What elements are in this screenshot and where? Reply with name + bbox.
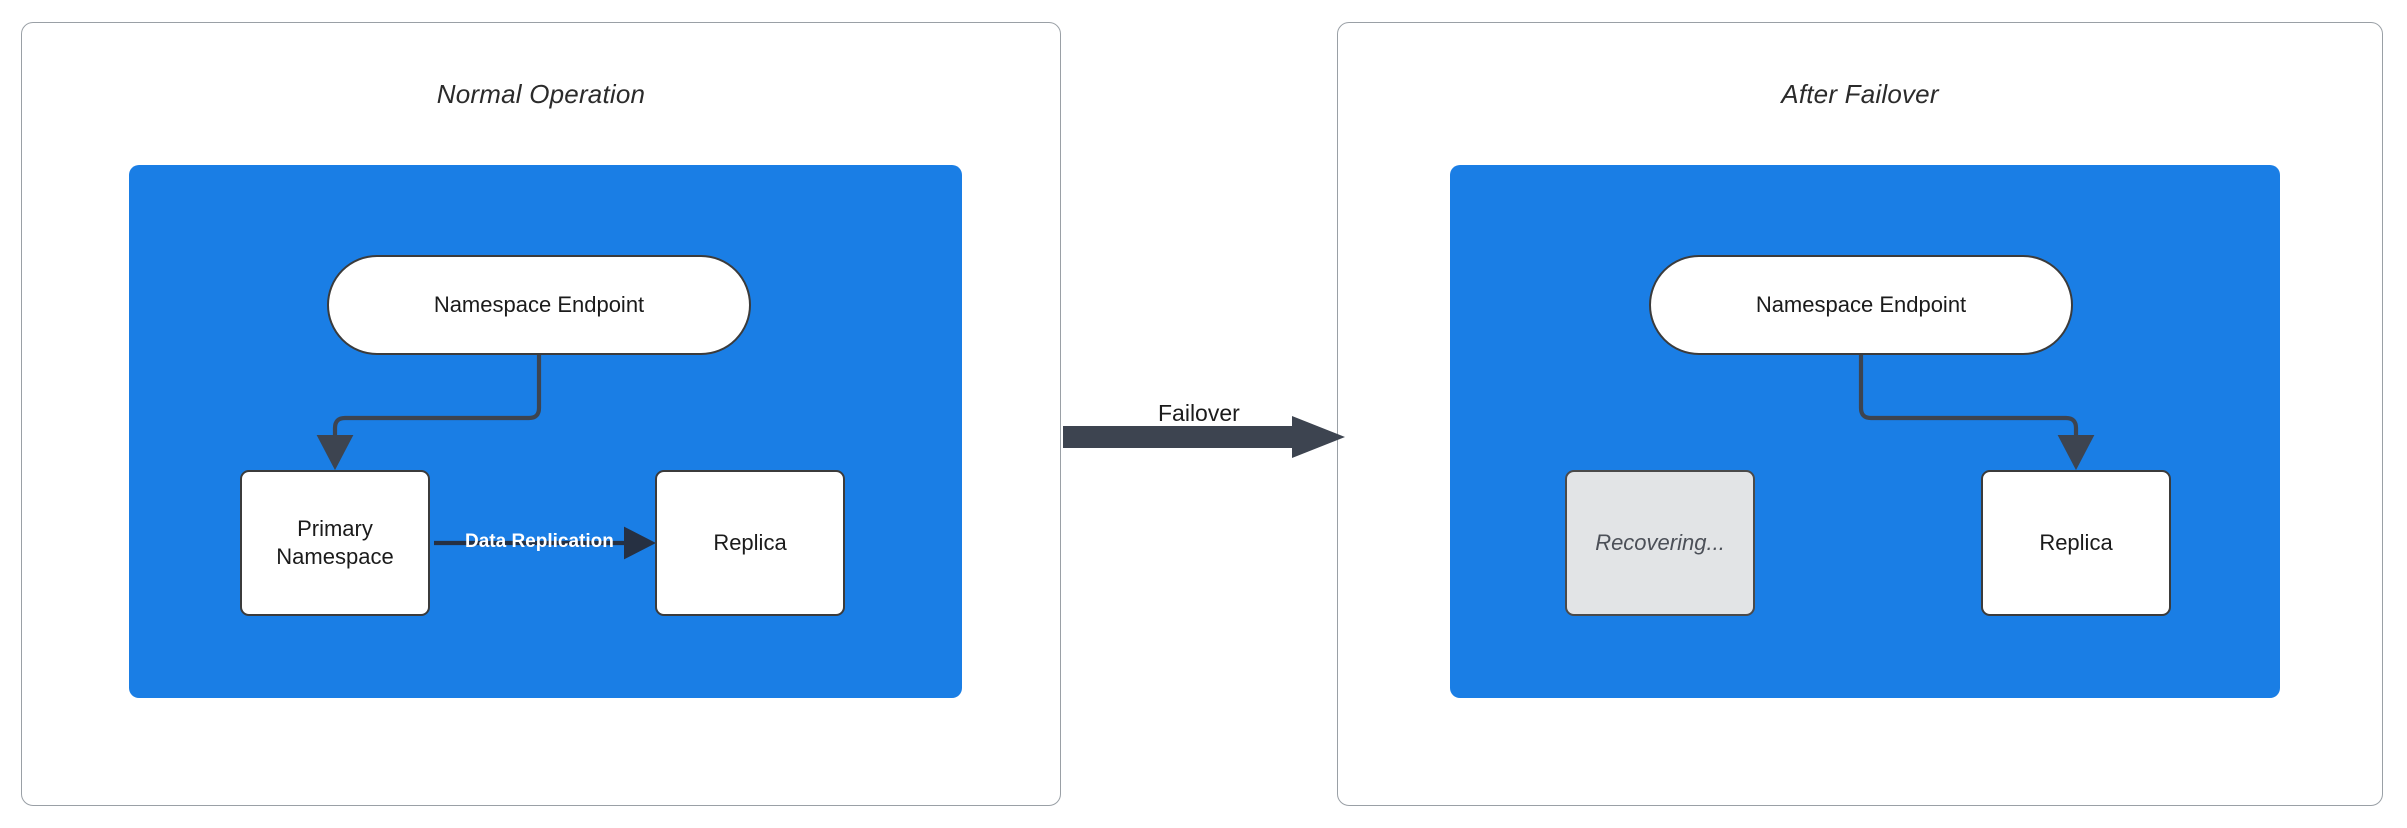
node-label-primary-namespace: Primary Namespace [276, 515, 393, 570]
container-primary-region [129, 165, 962, 698]
node-namespace-endpoint-right[interactable]: Namespace Endpoint [1649, 255, 2073, 355]
node-replica-left[interactable]: Replica [655, 470, 845, 616]
edge-label-failover: Failover [1158, 400, 1240, 426]
node-primary-namespace[interactable]: Primary Namespace [240, 470, 430, 616]
node-label-namespace-endpoint-left: Namespace Endpoint [433, 292, 645, 318]
node-label-namespace-endpoint-right: Namespace Endpoint [1755, 292, 1967, 318]
node-label-replica-right: Replica [2039, 530, 2113, 556]
node-label-primary-namespace-line2: Namespace [276, 544, 394, 569]
panel-title-normal-operation: Normal Operation [436, 79, 646, 109]
container-failover-region [1450, 165, 2280, 698]
edge-label-data-replication: Data Replication [465, 531, 614, 552]
node-replica-right[interactable]: Replica [1981, 470, 2171, 616]
node-label-recovering: Recovering... [1595, 530, 1725, 556]
node-label-replica-left: Replica [713, 530, 787, 556]
node-namespace-endpoint-left[interactable]: Namespace Endpoint [327, 255, 751, 355]
panel-title-after-failover: After Failover [1781, 79, 1939, 109]
node-label-primary-namespace-line1: Primary [297, 516, 373, 542]
node-recovering[interactable]: Recovering... [1565, 470, 1755, 616]
